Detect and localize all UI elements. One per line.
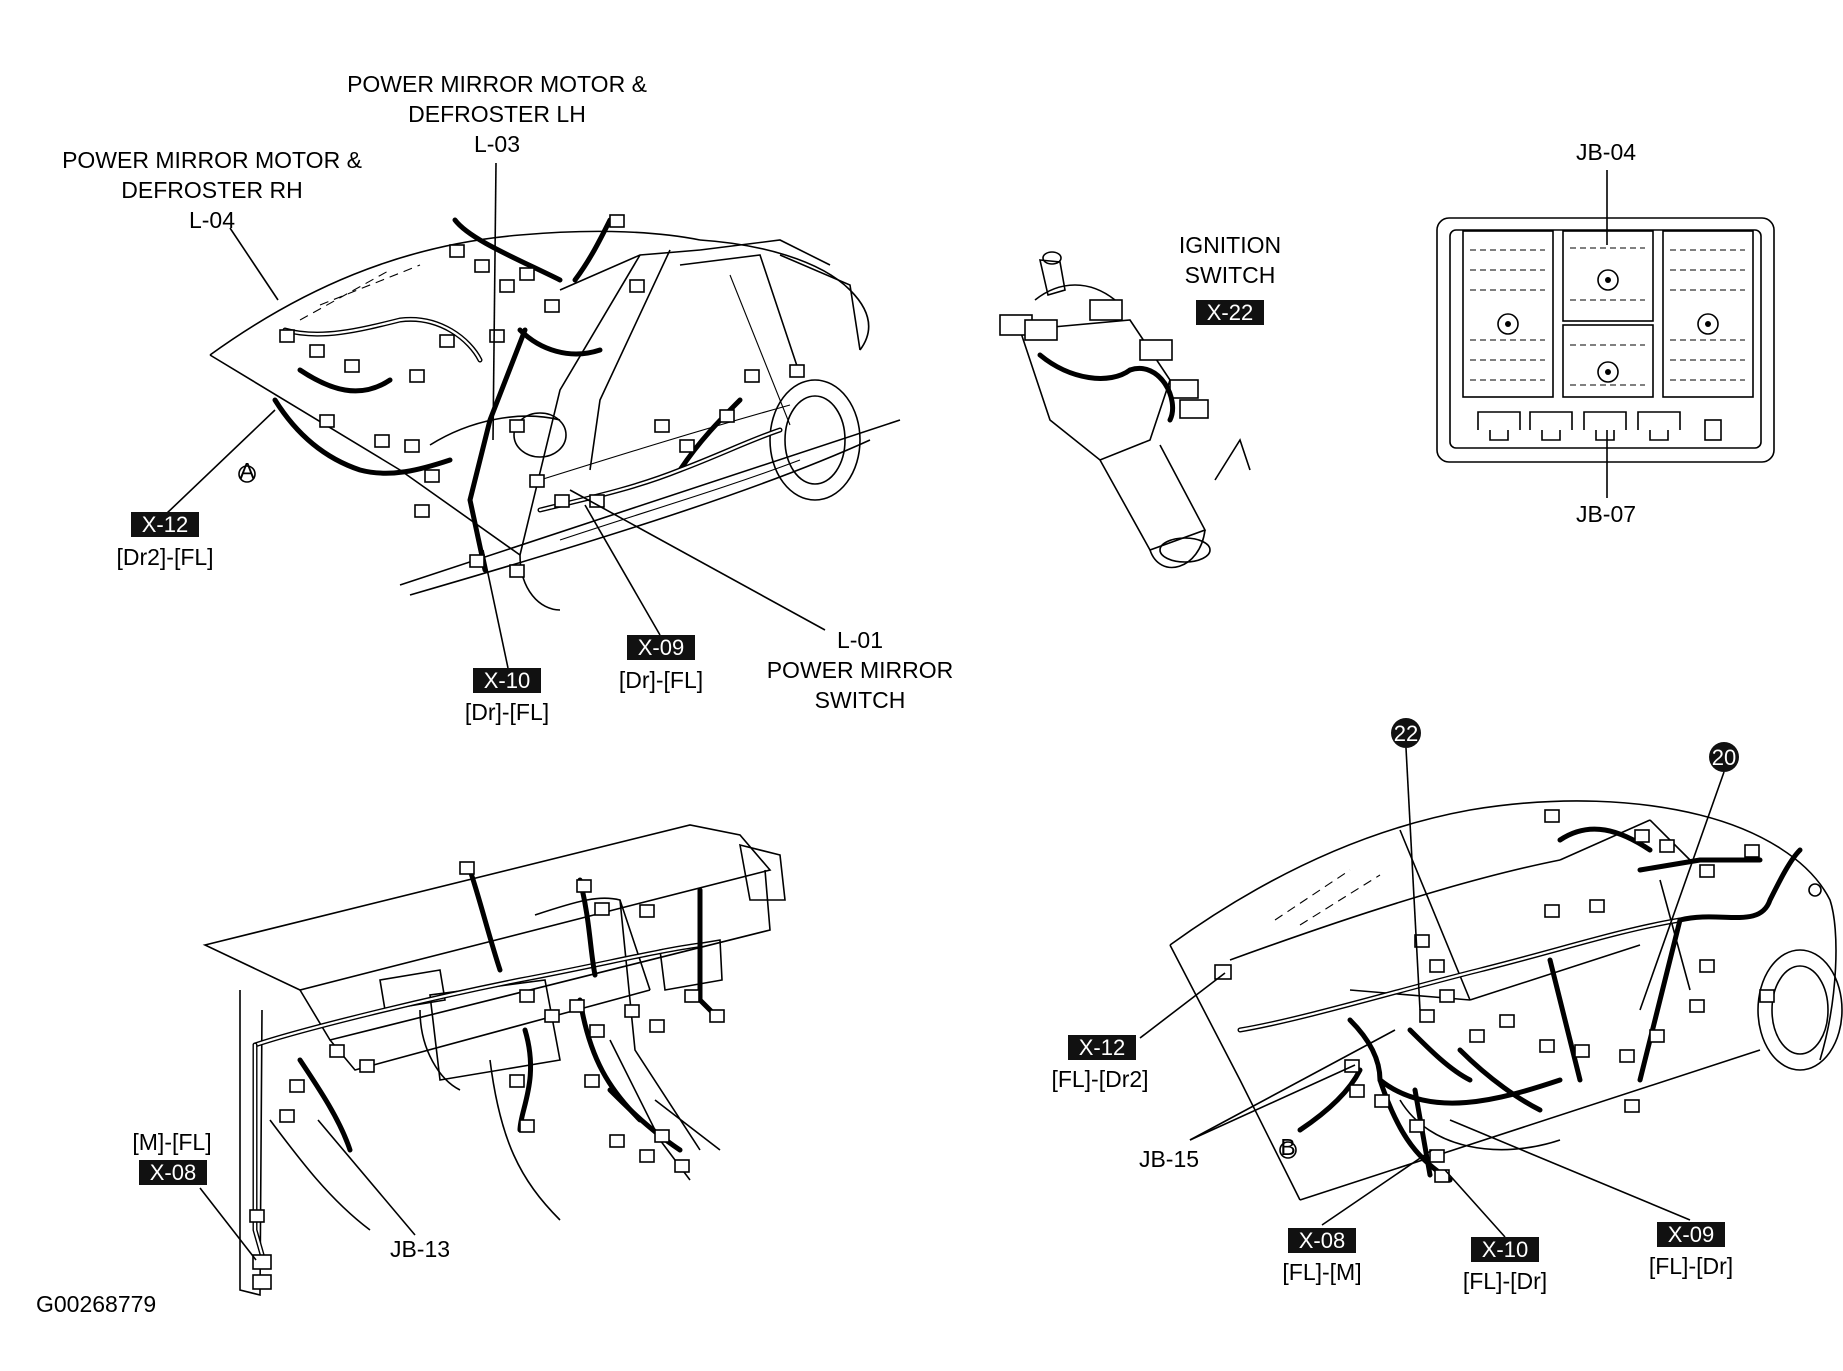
svg-text:X-10: X-10 <box>484 668 530 693</box>
x12-top-connector-label: X-12 [Dr2]-[FL] <box>116 512 214 570</box>
mirror-rh-label-line2: DEFROSTER RH <box>121 177 302 203</box>
x10-bottom-connector-label: X-10 [FL]-[Dr] <box>1463 1237 1547 1294</box>
top-left-car-illustration: A <box>209 214 901 611</box>
svg-text:[FL]-[Dr2]: [FL]-[Dr2] <box>1051 1066 1148 1092</box>
jb15-label: JB-15 <box>1139 1146 1199 1172</box>
jb07-label: JB-07 <box>1576 501 1636 527</box>
x08-bottom-connector-label: X-08 [FL]-[M] <box>1282 1228 1362 1285</box>
mirror-rh-label-line1: POWER MIRROR MOTOR & <box>62 147 362 173</box>
junction-box-illustration <box>1436 217 1775 463</box>
svg-text:X-08: X-08 <box>1299 1228 1345 1253</box>
bottom-right-car-illustration: B <box>1169 800 1843 1201</box>
x08-left-connector-text: [M]-[FL] <box>132 1129 211 1155</box>
svg-text:X-09: X-09 <box>1668 1222 1714 1247</box>
mirror-rh-code: L-04 <box>189 207 235 233</box>
x10-top-connector-label: X-10 [Dr]-[FL] <box>465 668 549 725</box>
svg-text:[FL]-[Dr]: [FL]-[Dr] <box>1463 1268 1547 1294</box>
ignition-label-line2: SWITCH <box>1185 262 1276 288</box>
mirror-lh-label-line2: DEFROSTER LH <box>408 101 586 127</box>
mirror-switch-code: L-01 <box>837 627 883 653</box>
svg-text:X-10: X-10 <box>1482 1237 1528 1262</box>
x22-connector-label: X-22 <box>1196 300 1264 325</box>
mirror-switch-label-line2: SWITCH <box>815 687 906 713</box>
svg-text:X-08: X-08 <box>150 1160 196 1185</box>
mirror-lh-code: L-03 <box>474 131 520 157</box>
x12-bottom-connector-label: X-12 [FL]-[Dr2] <box>1051 1035 1149 1092</box>
jb13-label: JB-13 <box>390 1236 450 1262</box>
svg-text:[FL]-[M]: [FL]-[M] <box>1282 1259 1361 1285</box>
marker-a: A <box>239 458 255 484</box>
svg-text:[Dr2]-[FL]: [Dr2]-[FL] <box>116 544 213 570</box>
svg-text:X-12: X-12 <box>142 512 188 537</box>
ignition-switch-illustration <box>999 251 1251 569</box>
svg-text:X-22: X-22 <box>1207 300 1253 325</box>
svg-text:20: 20 <box>1712 745 1736 770</box>
svg-text:22: 22 <box>1394 721 1418 746</box>
ignition-label-line1: IGNITION <box>1179 232 1281 258</box>
svg-text:[FL]-[Dr]: [FL]-[Dr] <box>1649 1253 1733 1279</box>
svg-text:[Dr]-[FL]: [Dr]-[FL] <box>465 699 549 725</box>
svg-text:X-12: X-12 <box>1079 1035 1125 1060</box>
callout-22: 22 <box>1391 718 1421 748</box>
svg-text:X-09: X-09 <box>638 635 684 660</box>
jb04-label: JB-04 <box>1576 139 1636 165</box>
marker-b: B <box>1280 1134 1295 1160</box>
mirror-switch-label-line1: POWER MIRROR <box>767 657 954 683</box>
svg-text:[Dr]-[FL]: [Dr]-[FL] <box>619 667 703 693</box>
callout-20: 20 <box>1709 742 1739 772</box>
dashboard-illustration <box>202 824 786 1297</box>
figure-id: G00268779 <box>36 1291 156 1317</box>
x09-bottom-connector-label: X-09 [FL]-[Dr] <box>1649 1222 1733 1279</box>
x08-left-connector-label: X-08 <box>139 1160 207 1185</box>
bottom-right-leader-lines <box>1139 972 1691 1238</box>
top-left-leader-lines <box>164 162 826 669</box>
mirror-lh-label-line1: POWER MIRROR MOTOR & <box>347 71 647 97</box>
x09-top-connector-label: X-09 [Dr]-[FL] <box>619 635 703 693</box>
